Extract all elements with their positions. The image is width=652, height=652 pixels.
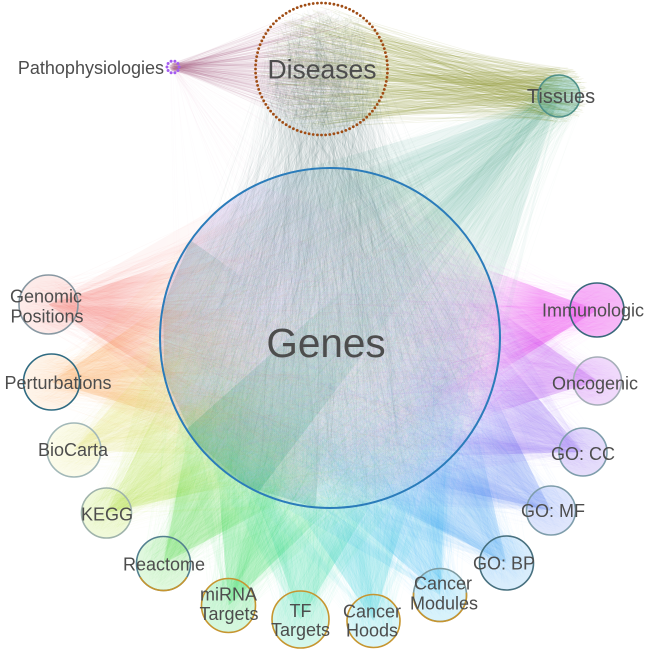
svg-text:Immunologic: Immunologic <box>542 300 644 320</box>
svg-text:Reactome: Reactome <box>123 554 205 574</box>
svg-text:Tissues: Tissues <box>527 86 595 108</box>
svg-text:GO: MF: GO: MF <box>521 501 585 521</box>
svg-text:Pathophysiologies: Pathophysiologies <box>18 58 164 78</box>
svg-text:Positions: Positions <box>10 306 83 326</box>
svg-text:KEGG: KEGG <box>81 504 133 524</box>
svg-text:Genes: Genes <box>266 320 385 366</box>
svg-text:Genomic: Genomic <box>10 286 82 306</box>
svg-text:GO: CC: GO: CC <box>551 444 615 464</box>
svg-text:Cancer: Cancer <box>343 601 401 621</box>
svg-text:Targets: Targets <box>271 620 330 640</box>
svg-text:GO: BP: GO: BP <box>473 553 535 573</box>
svg-text:BioCarta: BioCarta <box>38 440 109 460</box>
svg-text:Cancer: Cancer <box>414 573 472 593</box>
svg-text:Perturbations: Perturbations <box>4 373 111 393</box>
svg-text:Diseases: Diseases <box>268 54 377 84</box>
svg-text:Hoods: Hoods <box>346 620 398 640</box>
svg-text:Modules: Modules <box>410 593 478 613</box>
svg-text:TF: TF <box>290 601 312 621</box>
svg-text:miRNA: miRNA <box>200 584 257 604</box>
svg-text:Oncogenic: Oncogenic <box>552 373 638 393</box>
svg-text:Targets: Targets <box>199 604 258 624</box>
